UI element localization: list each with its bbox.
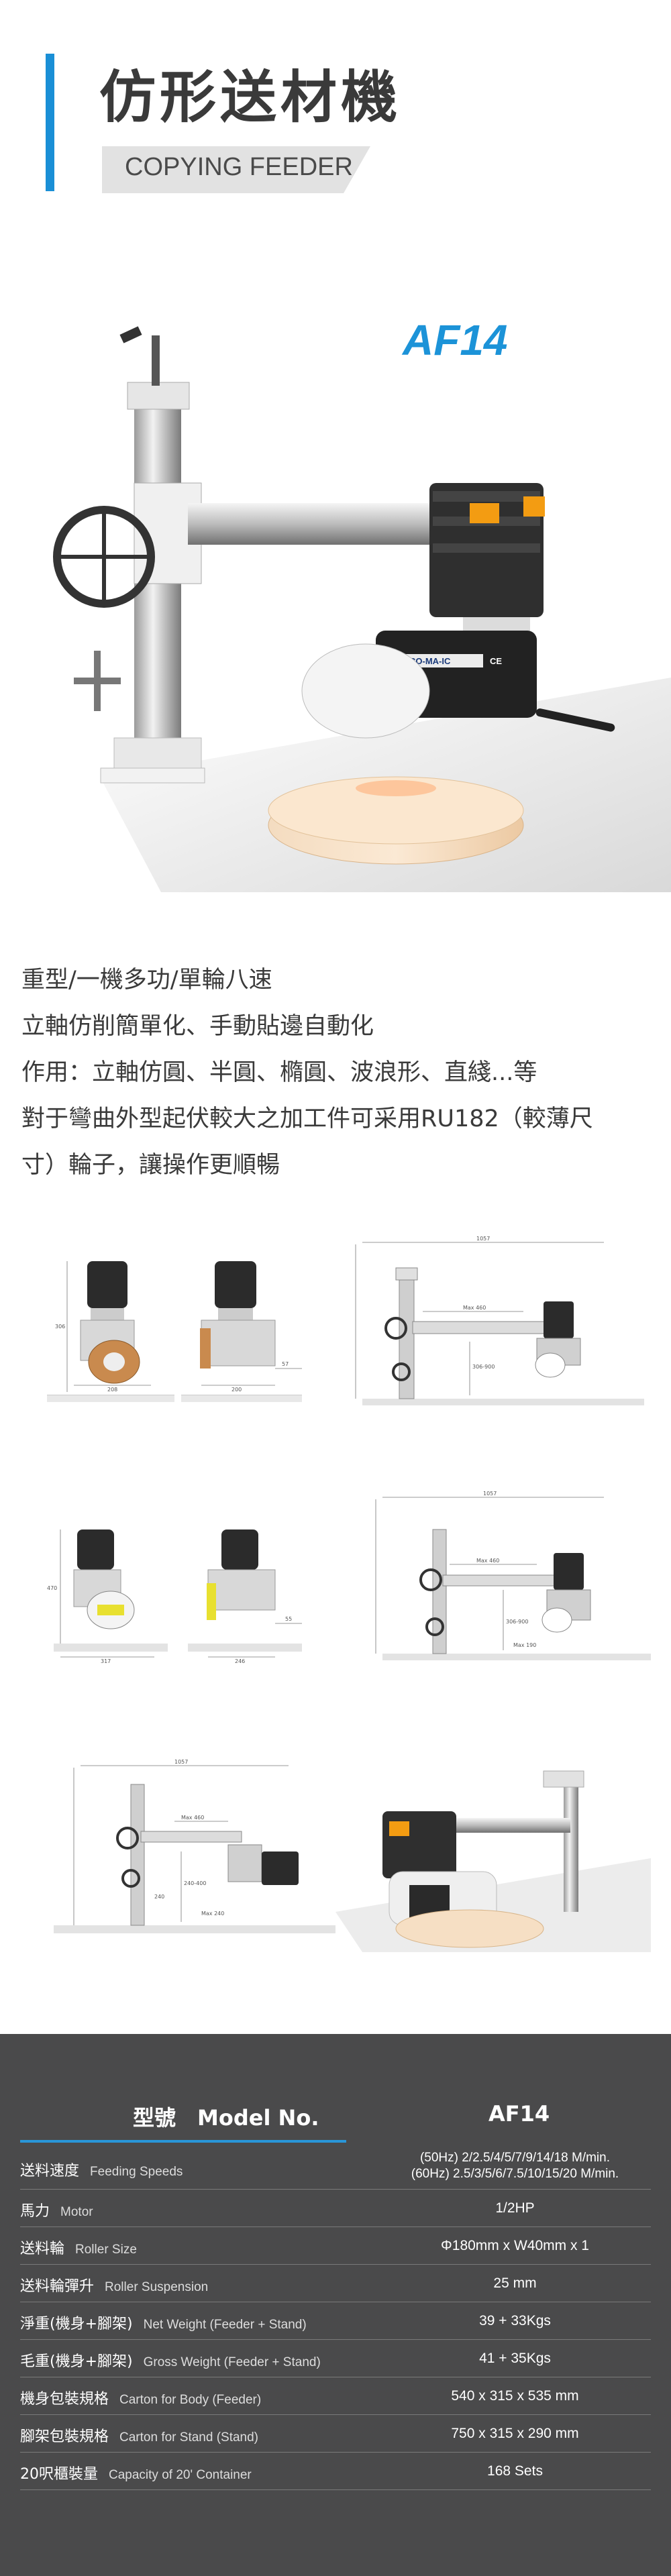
svg-text:200: 200	[231, 1387, 242, 1393]
svg-text:240: 240	[154, 1894, 164, 1900]
svg-text:1057: 1057	[476, 1236, 490, 1242]
svg-text:208: 208	[107, 1387, 117, 1393]
svg-text:55: 55	[285, 1616, 292, 1622]
svg-text:246: 246	[235, 1658, 245, 1664]
drawing-stand-layout-1: 1057 Max 460 306-900	[355, 1236, 644, 1405]
page-subtitle: COPYING FEEDER	[125, 153, 353, 181]
subtitle-banner	[102, 146, 370, 193]
desc-line-5: 寸）輪子，讓操作更順暢	[21, 1152, 280, 1179]
spec-header-underline	[20, 2140, 346, 2143]
svg-text:Max 460: Max 460	[476, 1558, 499, 1564]
spec-header-model-label: 型號 Model No.	[133, 2105, 319, 2131]
horizontal-arm	[188, 503, 436, 545]
svg-text:470: 470	[47, 1585, 57, 1591]
svg-text:Max 460: Max 460	[463, 1305, 486, 1311]
ce-mark: CE	[490, 656, 502, 666]
model-tag: AF14	[403, 316, 508, 364]
desc-line-1: 重型/一機多功/單輪八速	[21, 967, 272, 994]
desc-line-2: 立軸仿削簡單化、手動貼邊自動化	[21, 1013, 374, 1040]
svg-text:306-900: 306-900	[472, 1364, 495, 1370]
svg-text:1057: 1057	[174, 1759, 188, 1765]
drawing-stand-layout-2: 1057 Max 460 306-900 Max 190	[375, 1491, 651, 1660]
svg-text:Max 240: Max 240	[201, 1911, 224, 1917]
page-title: 仿形送材機	[99, 64, 402, 130]
svg-text:240-400: 240-400	[184, 1880, 206, 1886]
spec-header-model-value: AF14	[488, 2101, 550, 2127]
desc-line-4: 對于彎曲外型起伏較大之加工件可采用RU182（較薄尺	[21, 1106, 593, 1132]
hero-product-image: CO-MA-IC CE	[53, 326, 671, 892]
drawing-stand-layout-3: 1057 Max 460 240-400 240 Max 240	[54, 1759, 336, 1933]
drawing-front-view-2: 470 317	[47, 1529, 168, 1664]
drawing-side-view-2: 55 246	[188, 1529, 302, 1664]
drawing-front-view: 306 208	[47, 1261, 174, 1402]
product-photo-angle	[336, 1770, 651, 1952]
svg-text:Max 190: Max 190	[513, 1642, 536, 1648]
table-row: 淨重(機身+腳架)Net Weight (Feeder + Stand) 39 …	[0, 2302, 671, 2340]
svg-text:57: 57	[282, 1361, 289, 1367]
desc-line-3: 作用：立軸仿圓、半圓、橢圓、波浪形、直綫...等	[21, 1059, 537, 1086]
svg-text:317: 317	[101, 1658, 111, 1664]
brand-plate: CO-MA-IC	[409, 656, 451, 666]
svg-text:306-900: 306-900	[506, 1619, 528, 1625]
title-accent-bar	[46, 54, 54, 191]
table-row: 毛重(機身+腳架)Gross Weight (Feeder + Stand) 4…	[0, 2340, 671, 2377]
feed-roller	[301, 643, 430, 739]
svg-text:Max 460: Max 460	[181, 1815, 204, 1821]
svg-text:1057: 1057	[483, 1491, 497, 1497]
svg-text:306: 306	[55, 1324, 65, 1330]
drawing-side-view: 57 200	[181, 1261, 302, 1402]
